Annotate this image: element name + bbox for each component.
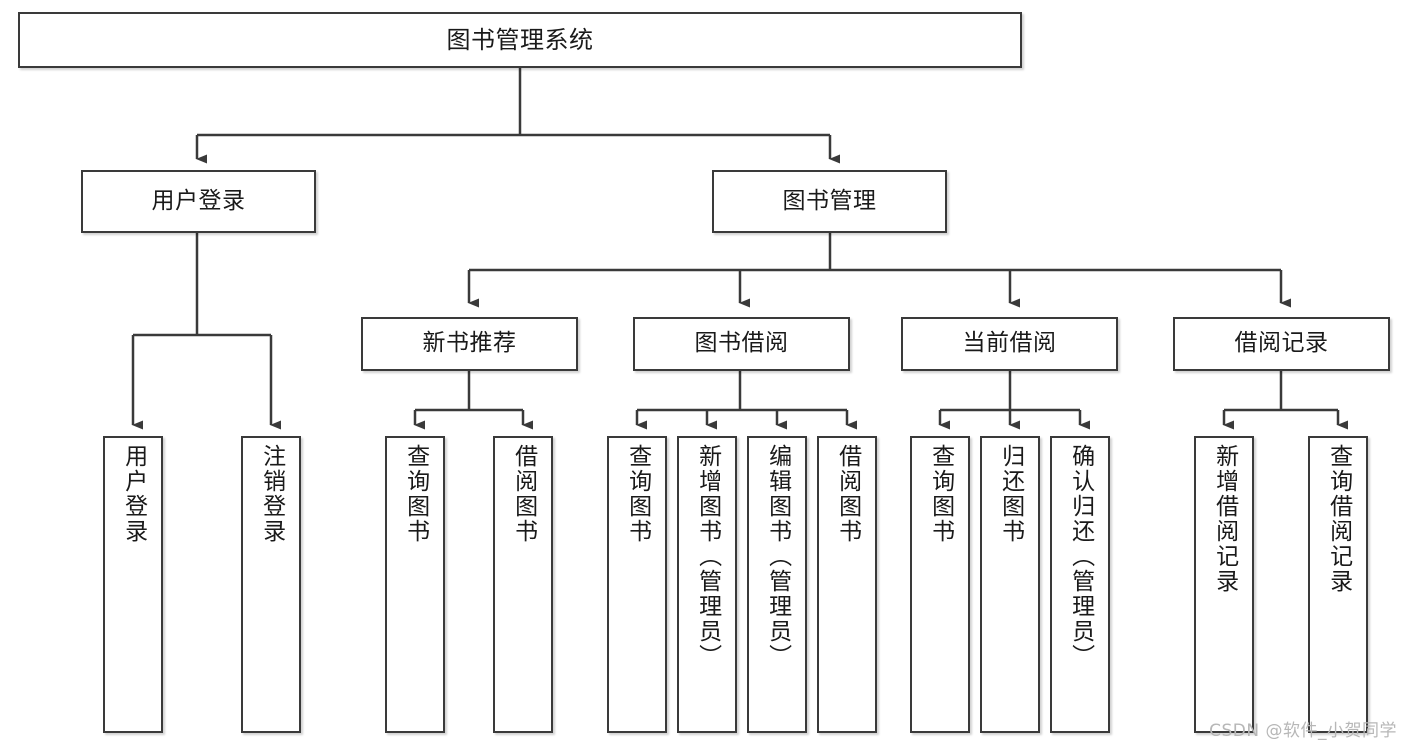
node-label: 查询图书 bbox=[927, 444, 954, 544]
node-label: 借阅图书 bbox=[834, 444, 861, 544]
node-book-borrow[interactable]: 图书借阅 bbox=[633, 317, 850, 371]
node-label: 确认归还（管理员） bbox=[1067, 444, 1094, 669]
node-label: 查询借阅记录 bbox=[1325, 444, 1352, 594]
node-label: 注销登录 bbox=[258, 444, 285, 544]
leaf-query-books-current[interactable]: 查询图书 bbox=[910, 436, 970, 733]
leaf-confirm-return-admin[interactable]: 确认归还（管理员） bbox=[1050, 436, 1110, 733]
node-root-system[interactable]: 图书管理系统 bbox=[18, 12, 1022, 68]
leaf-return-book[interactable]: 归还图书 bbox=[980, 436, 1040, 733]
node-label: 图书管理系统 bbox=[446, 25, 594, 54]
leaf-user-login[interactable]: 用户登录 bbox=[103, 436, 163, 733]
node-label: 借阅图书 bbox=[510, 444, 537, 544]
watermark-text: CSDN @软件_小贺同学 bbox=[1209, 721, 1397, 741]
node-label: 图书借阅 bbox=[694, 330, 789, 357]
leaf-edit-book-admin[interactable]: 编辑图书（管理员） bbox=[747, 436, 807, 733]
node-user-login[interactable]: 用户登录 bbox=[81, 170, 316, 233]
node-label: 查询图书 bbox=[624, 444, 651, 544]
leaf-borrow-books-recommend[interactable]: 借阅图书 bbox=[493, 436, 553, 733]
node-current-borrow[interactable]: 当前借阅 bbox=[901, 317, 1118, 371]
leaf-add-borrow-record[interactable]: 新增借阅记录 bbox=[1194, 436, 1254, 733]
node-label: 归还图书 bbox=[997, 444, 1024, 544]
leaf-logout[interactable]: 注销登录 bbox=[241, 436, 301, 733]
node-label: 用户登录 bbox=[151, 187, 246, 214]
node-label: 新增借阅记录 bbox=[1211, 444, 1238, 594]
node-book-management[interactable]: 图书管理 bbox=[712, 170, 947, 233]
node-label: 新书推荐 bbox=[422, 330, 517, 357]
leaf-borrow-book[interactable]: 借阅图书 bbox=[817, 436, 877, 733]
leaf-query-books-borrow[interactable]: 查询图书 bbox=[607, 436, 667, 733]
node-new-book-recommend[interactable]: 新书推荐 bbox=[361, 317, 578, 371]
leaf-query-borrow-record[interactable]: 查询借阅记录 bbox=[1308, 436, 1368, 733]
leaf-query-books-recommend[interactable]: 查询图书 bbox=[385, 436, 445, 733]
node-label: 查询图书 bbox=[402, 444, 429, 544]
node-label: 新增图书（管理员） bbox=[694, 444, 721, 669]
node-label: 用户登录 bbox=[120, 444, 147, 544]
node-label: 编辑图书（管理员） bbox=[764, 444, 791, 669]
node-label: 图书管理 bbox=[782, 187, 877, 214]
node-label: 借阅记录 bbox=[1234, 330, 1329, 357]
leaf-add-book-admin[interactable]: 新增图书（管理员） bbox=[677, 436, 737, 733]
node-borrow-records[interactable]: 借阅记录 bbox=[1173, 317, 1390, 371]
node-label: 当前借阅 bbox=[962, 330, 1057, 357]
